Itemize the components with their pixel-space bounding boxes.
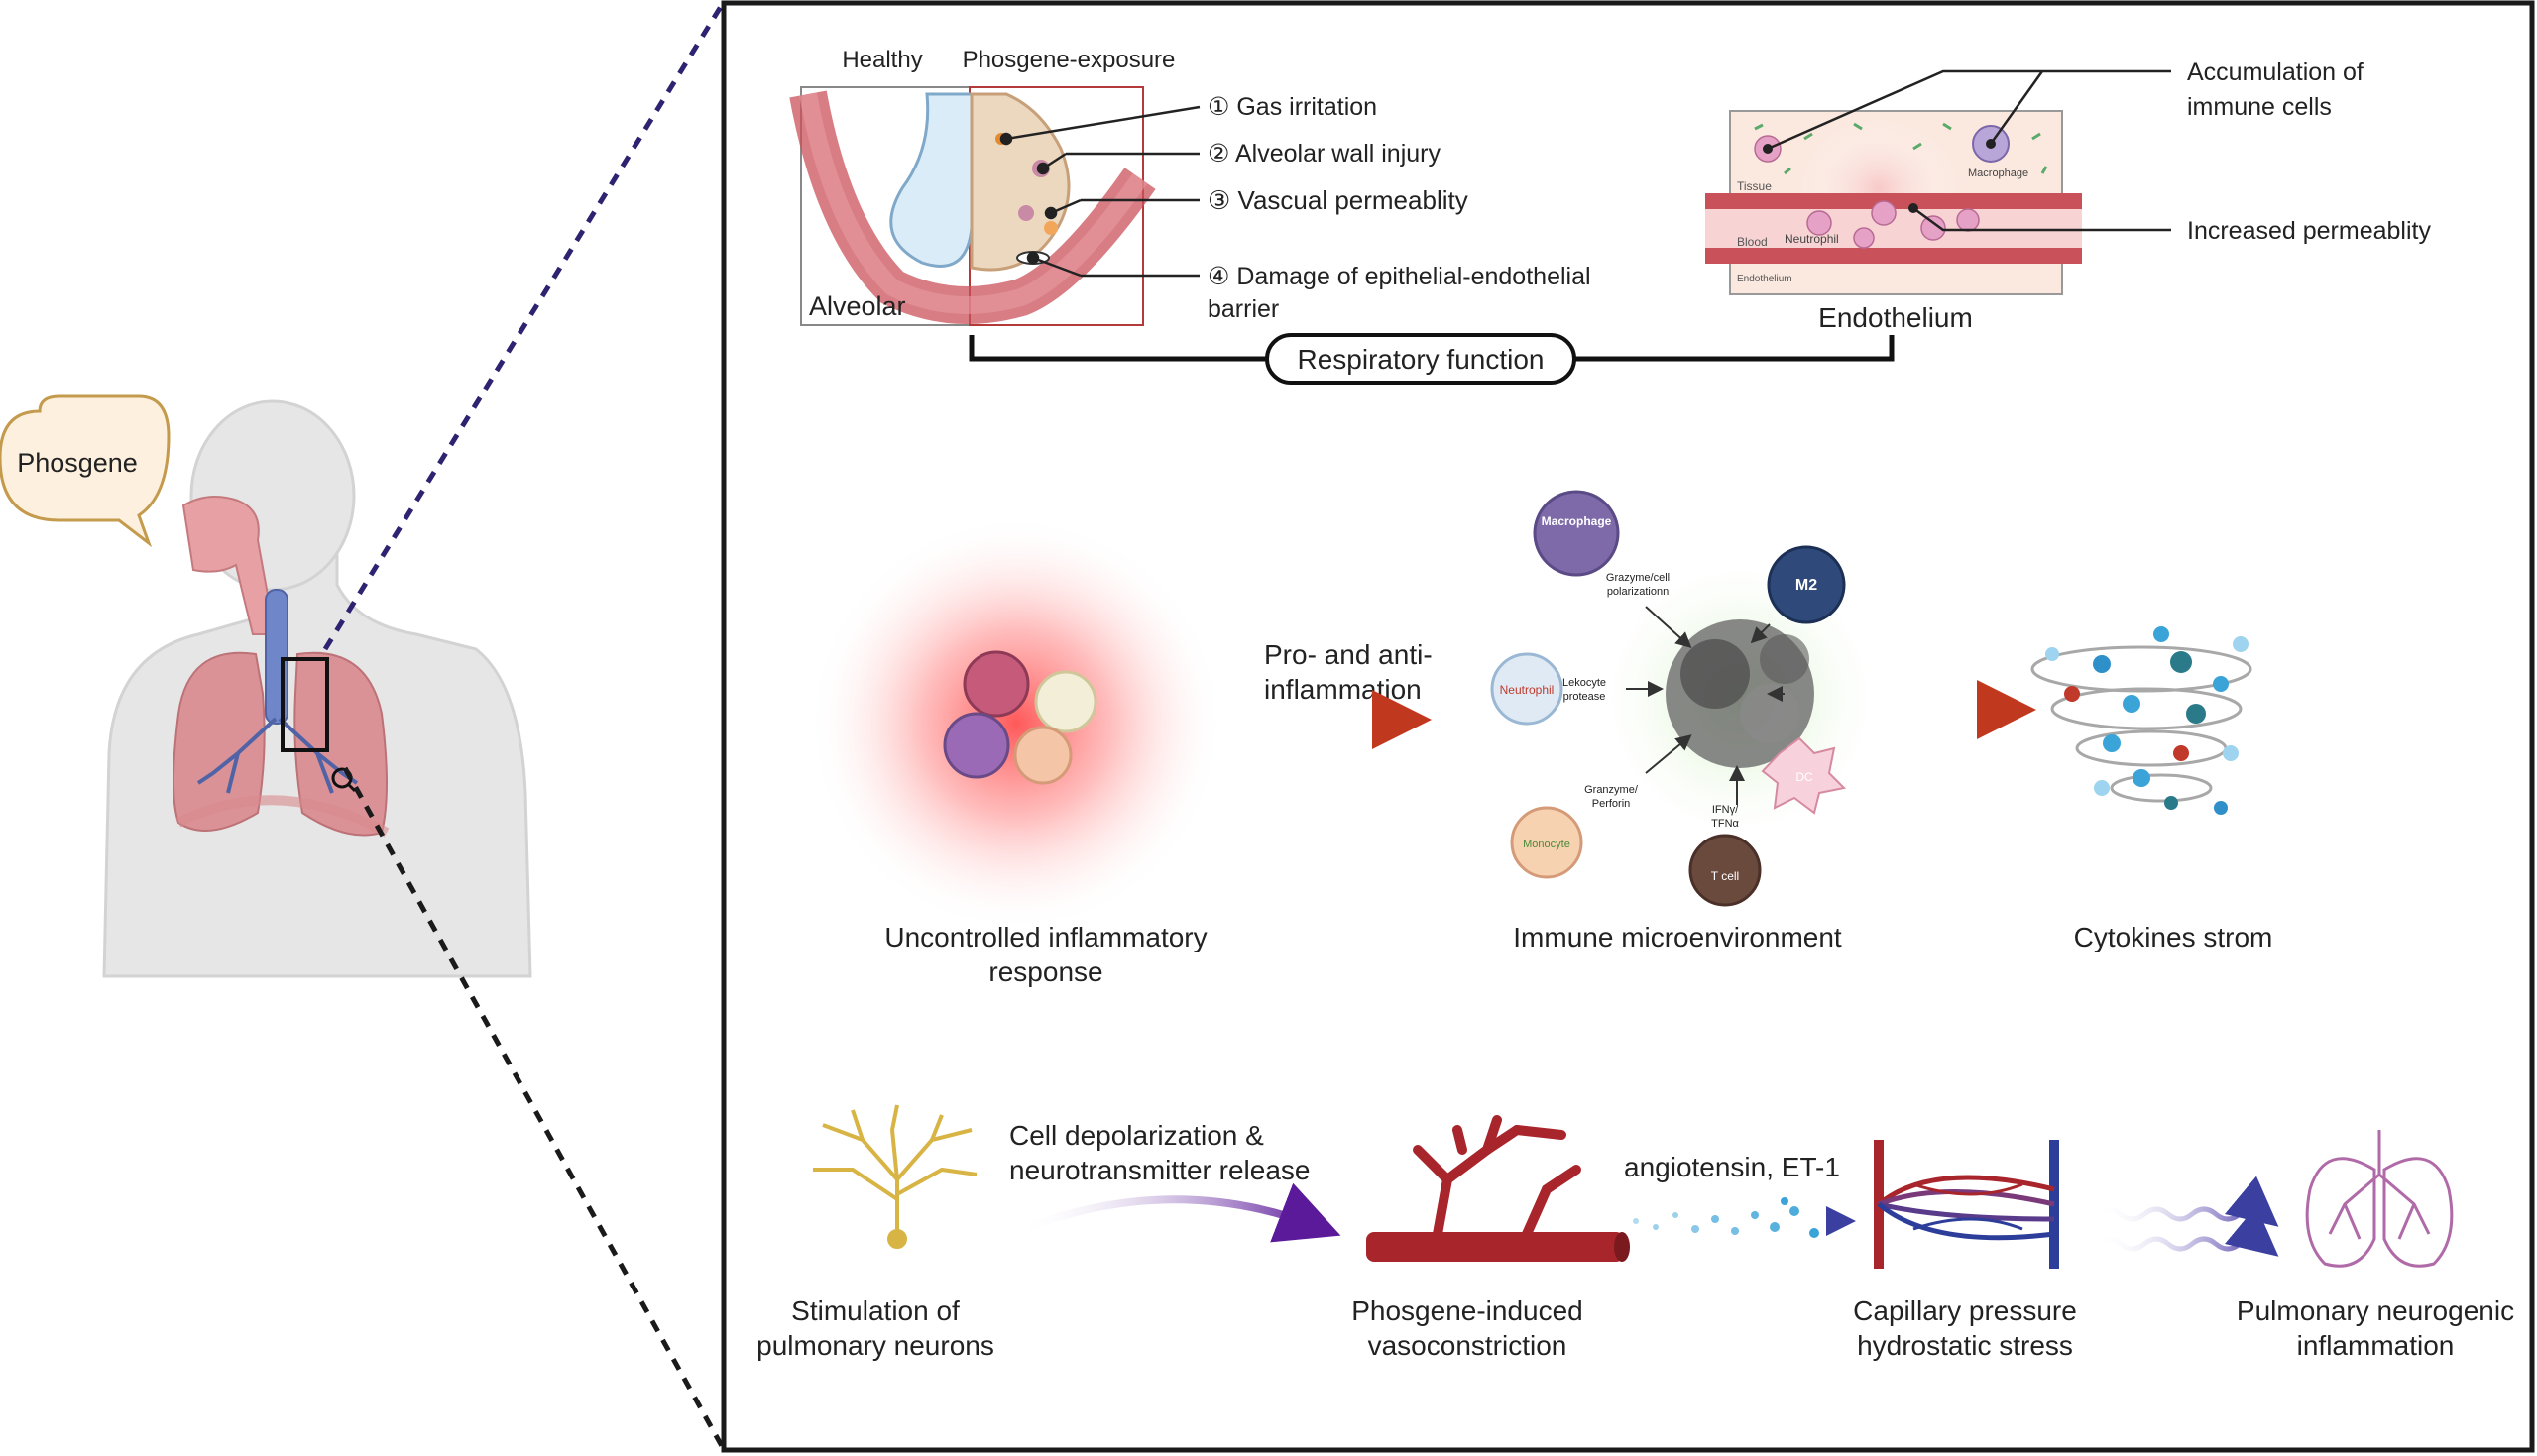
neutrophil-icon xyxy=(1490,652,1563,726)
uncontrolled-line1: Uncontrolled inflammatory xyxy=(884,922,1207,952)
pulmonary-inflammation-line1: Pulmonary neurogenic xyxy=(2237,1295,2514,1326)
monocyte-icon xyxy=(1510,806,1583,879)
angiotensin-label: angiotensin, ET-1 xyxy=(1624,1152,1840,1182)
zoom-box xyxy=(281,657,329,752)
mediator-granzyme-1: Granzyme/ xyxy=(1584,784,1639,796)
mediator-granzyme-2: Perforin xyxy=(1592,798,1631,810)
neuron-icon xyxy=(813,1104,978,1249)
step-leaders xyxy=(999,105,1201,278)
vessel-wall-upper xyxy=(1705,193,2082,209)
healthy-alveolus xyxy=(889,92,974,268)
alveolar-label: Alveolar xyxy=(809,291,906,321)
zoom-line-upper xyxy=(322,3,725,651)
immune-accumulation-line1: Accumulation of xyxy=(2187,58,2364,86)
dc-icon xyxy=(1761,736,1847,815)
step-4-cont: barrier xyxy=(1208,295,1279,323)
stimulation-line1: Stimulation of xyxy=(791,1295,960,1326)
step-2: ② Alveolar wall injury xyxy=(1208,140,1441,168)
speech-bubble-text: Phosgene xyxy=(17,448,138,478)
pulmonary-inflammation-line2: inflammation xyxy=(2297,1330,2455,1361)
dc-label: DC xyxy=(1795,770,1813,784)
macrophage-label: Macrophage xyxy=(1542,514,1612,528)
immune-accumulation-line2: immune cells xyxy=(2187,93,2332,121)
vasoconstriction-line2: vasoconstriction xyxy=(1368,1330,1567,1361)
cytokine-storm xyxy=(2030,626,2252,815)
microenvironment-label: Immune microenvironment xyxy=(1513,922,1842,952)
uncontrolled-line2: response xyxy=(988,956,1102,987)
nasal-cavity xyxy=(181,496,272,635)
inflammatory-cells xyxy=(943,650,1097,785)
endo-callouts xyxy=(1767,69,2171,232)
depolarization-arrow xyxy=(1014,1182,1341,1243)
capillary-bed xyxy=(1874,1140,2059,1269)
inset-tissue: Tissue xyxy=(1737,179,1772,193)
mediator-arrows xyxy=(1626,606,1785,805)
tcell-icon xyxy=(1688,834,1762,907)
green-particles xyxy=(1754,122,2048,175)
tcell-label: T cell xyxy=(1711,869,1739,883)
endothelium-label: Endothelium xyxy=(1818,302,1973,333)
macrophage-icon xyxy=(1533,490,1620,577)
inflamed-lungs-icon xyxy=(2305,1130,2454,1268)
respiratory-pill xyxy=(1265,333,1576,385)
depolarization-line1: Cell depolarization & xyxy=(1009,1120,1264,1151)
capillary-line1: Capillary pressure xyxy=(1853,1295,2077,1326)
inset-neutrophil: Neutrophil xyxy=(1785,232,1839,246)
microenvironment-cells: Macrophage M2 Neutrophil DC Monocyte T c… xyxy=(1490,490,1847,907)
m2-label: M2 xyxy=(1795,577,1817,594)
zoom-line-lower xyxy=(342,766,725,1448)
respiratory-pill-label: Respiratory function xyxy=(1297,344,1544,375)
m2-icon xyxy=(1767,545,1846,624)
speech-bubble: Phosgene xyxy=(0,394,171,548)
mediator-ifn-1: IFNγ/ xyxy=(1712,804,1739,816)
inset-endothelium: Endothelium xyxy=(1737,274,1792,284)
vasoconstriction-line1: Phosgene-induced xyxy=(1351,1295,1583,1326)
inflammation-glow xyxy=(808,515,1224,932)
healthy-label: Healthy xyxy=(842,47,922,73)
increased-permeability: Increased permeablity xyxy=(2187,217,2431,245)
step-1: ① Gas irritation xyxy=(1208,93,1377,121)
pro-anti-line1: Pro- and anti- xyxy=(1264,639,1433,670)
mediator-ifn-2: TFNα xyxy=(1711,818,1739,830)
particle-stream xyxy=(1633,1197,1819,1238)
constricted-vessel xyxy=(1366,1115,1630,1262)
neutrophil-label: Neutrophil xyxy=(1500,683,1555,697)
mediator-grazyme-1: Grazyme/cell xyxy=(1606,572,1670,584)
neurogenic-panel: Stimulation of pulmonary neurons Cell de… xyxy=(756,1104,2514,1361)
monocyte-label: Monocyte xyxy=(1523,839,1570,850)
diaphragm xyxy=(175,795,390,838)
mediator-lekocyte-2: protease xyxy=(1563,691,1606,703)
human-body-figure xyxy=(102,399,532,978)
pro-anti-line2: inflammation xyxy=(1264,674,1422,705)
step-3: ③ Vascual permeablity xyxy=(1208,185,1468,215)
depolarization-line2: neurotransmitter release xyxy=(1009,1155,1310,1185)
respiratory-panel: Healthy Phosgene-exposure Alveolar ① Gas… xyxy=(789,47,2431,385)
inset-blood: Blood xyxy=(1737,235,1768,249)
inset-macrophage: Macrophage xyxy=(1968,168,2028,179)
wave-arrow-lower xyxy=(2095,1205,2279,1257)
cytokines-label: Cytokines strom xyxy=(2074,922,2273,952)
step-4: ④ Damage of epithelial-endothelial xyxy=(1208,263,1591,290)
stimulation-line2: pulmonary neurons xyxy=(756,1330,994,1361)
exposure-label: Phosgene-exposure xyxy=(963,47,1176,73)
mediator-lekocyte-1: Lekocyte xyxy=(1562,677,1606,689)
capillary-line2: hydrostatic stress xyxy=(1857,1330,2073,1361)
mediator-grazyme-2: polarizationn xyxy=(1607,586,1669,598)
inflammation-panel: Uncontrolled inflammatory response Pro- … xyxy=(808,490,2273,987)
vessel-wall-lower xyxy=(1705,248,2082,264)
